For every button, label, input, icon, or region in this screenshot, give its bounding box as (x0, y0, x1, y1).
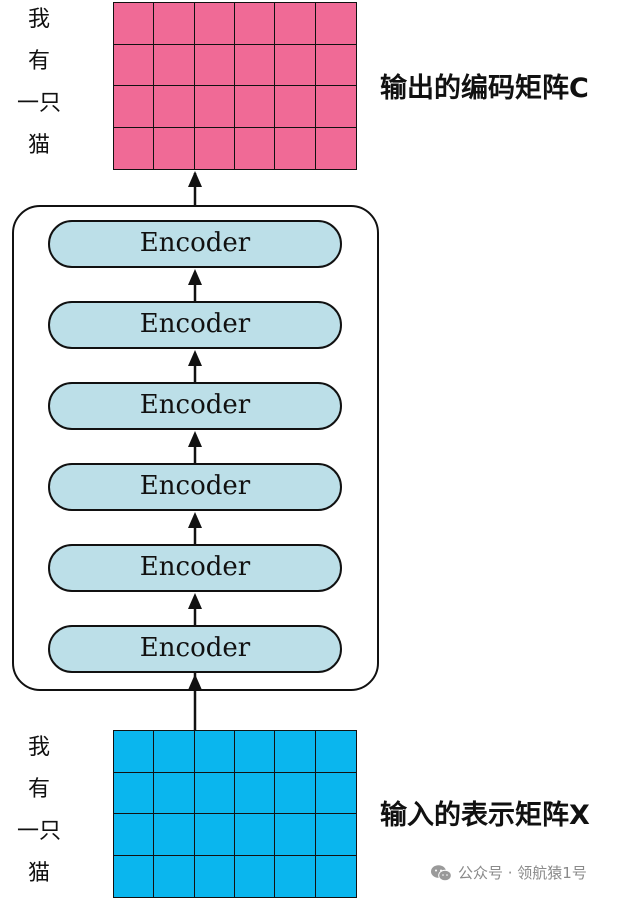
input-matrix-cell (194, 814, 235, 856)
output-token: 我 (27, 7, 50, 32)
input-matrix-cell (315, 772, 356, 814)
input-matrix (113, 730, 357, 898)
input-matrix-cell (275, 814, 316, 856)
input-matrix-cell (234, 855, 276, 897)
output-matrix-cell (114, 127, 155, 169)
input-matrix-cell (154, 814, 195, 856)
output-matrix-cell (194, 127, 235, 169)
output-matrix-cell (194, 3, 235, 45)
arrow-stack-to-output-head (188, 171, 202, 187)
arrow-enc2-to-enc1-head (188, 269, 202, 285)
output-token: 猫 (27, 133, 50, 158)
input-matrix-cell (315, 855, 356, 897)
watermark: 公众号 · 领航猿1号 (430, 862, 587, 883)
input-matrix-cell (194, 855, 235, 897)
input-matrix-cell (154, 731, 195, 773)
output-matrix-cell (315, 3, 356, 45)
input-matrix-cell (114, 731, 155, 773)
arrow-enc3-to-enc2-head (188, 350, 202, 366)
encoder-block: Encoder (48, 301, 342, 349)
output-matrix-cell (234, 86, 276, 128)
arrow-input-to-stack-head (188, 674, 202, 690)
output-token: 一只 (16, 91, 61, 116)
output-matrix-cell (315, 44, 356, 86)
encoder-block: Encoder (48, 625, 342, 673)
input-matrix-cell (315, 814, 356, 856)
output-matrix-cell (114, 86, 155, 128)
output-matrix-cell (154, 86, 195, 128)
output-matrix-cell (154, 44, 195, 86)
encoder-block: Encoder (48, 220, 342, 268)
arrow-enc6-to-enc5-head (188, 593, 202, 609)
input-matrix-cell (114, 814, 155, 856)
input-matrix-cell (275, 731, 316, 773)
input-token: 有 (27, 777, 50, 802)
input-matrix-cell (114, 855, 155, 897)
input-matrix-cell (154, 772, 195, 814)
input-matrix-cell (234, 814, 276, 856)
output-matrix-cell (234, 44, 276, 86)
input-matrix-cell (154, 855, 195, 897)
input-matrix-cell (275, 855, 316, 897)
input-matrix-cell (194, 731, 235, 773)
output-matrix-cell (154, 3, 195, 45)
output-matrix (113, 2, 357, 170)
input-matrix-label: 输入的表示矩阵X (380, 800, 590, 831)
input-matrix-cell (275, 772, 316, 814)
output-matrix-cell (275, 44, 316, 86)
encoder-block: Encoder (48, 544, 342, 592)
output-matrix-cell (315, 127, 356, 169)
input-matrix-cell (234, 731, 276, 773)
watermark-text: 公众号 · 领航猿1号 (458, 864, 587, 882)
encoder-block: Encoder (48, 463, 342, 511)
output-matrix-cell (234, 127, 276, 169)
input-matrix-cell (114, 772, 155, 814)
input-matrix-cell (315, 731, 356, 773)
output-matrix-label: 输出的编码矩阵C (380, 73, 589, 104)
output-matrix-cell (275, 86, 316, 128)
arrow-enc4-to-enc3-head (188, 431, 202, 447)
output-matrix-cell (234, 3, 276, 45)
input-matrix-cell (234, 772, 276, 814)
wechat-icon (431, 864, 452, 881)
input-token: 猫 (27, 861, 50, 886)
output-matrix-cell (114, 3, 155, 45)
output-matrix-cell (275, 3, 316, 45)
output-matrix-cell (194, 86, 235, 128)
input-token: 一只 (16, 819, 61, 844)
output-matrix-cell (194, 44, 235, 86)
output-matrix-cell (114, 44, 155, 86)
input-matrix-cell (194, 772, 235, 814)
encoder-block: Encoder (48, 382, 342, 430)
output-token: 有 (27, 49, 50, 74)
input-token: 我 (27, 735, 50, 760)
output-matrix-cell (154, 127, 195, 169)
output-matrix-cell (315, 86, 356, 128)
arrow-enc5-to-enc4-head (188, 512, 202, 528)
output-matrix-cell (275, 127, 316, 169)
